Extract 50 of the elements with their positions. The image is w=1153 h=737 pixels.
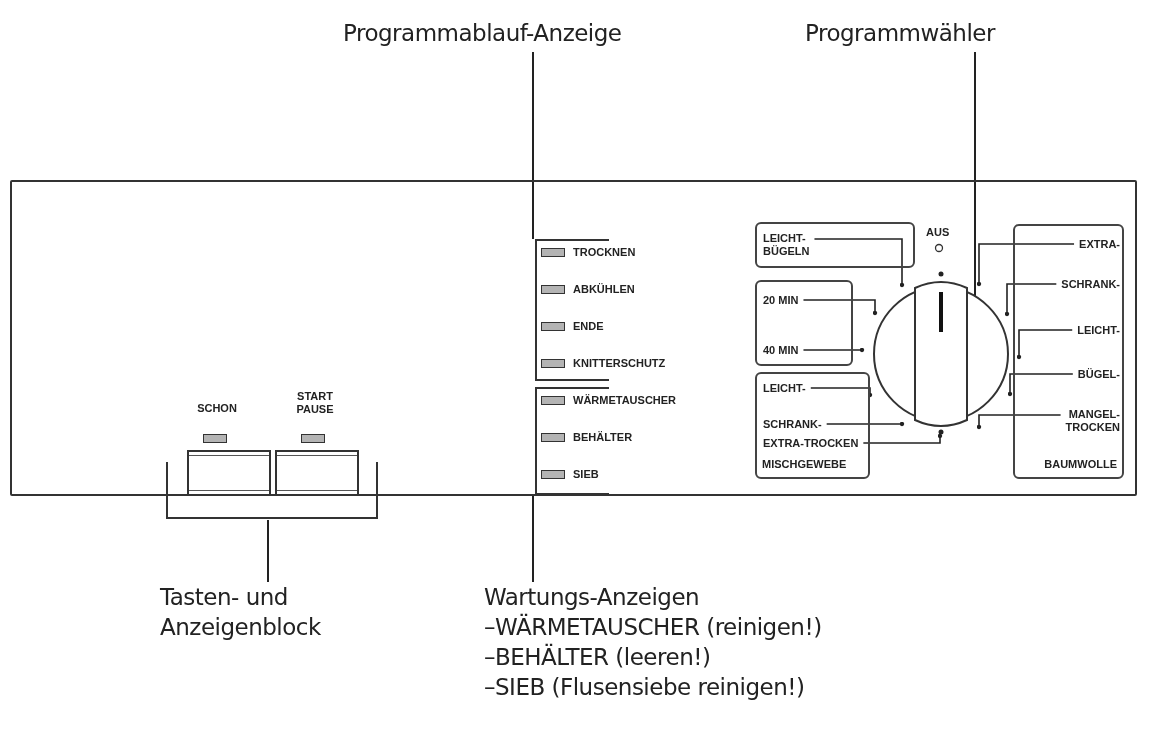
leader-line bbox=[1007, 373, 1074, 397]
indicator-label: KNITTERSCHUTZ bbox=[573, 356, 666, 370]
group-heading: MISCHGEWEBE bbox=[762, 458, 847, 471]
setting-label: BÜGEL- bbox=[1064, 368, 1120, 384]
leader-line bbox=[862, 433, 943, 444]
setting-group-frame bbox=[755, 280, 853, 366]
list-item: –WÄRMETAUSCHER (reinigen!) bbox=[484, 612, 823, 642]
setting-label: SCHRANK- bbox=[763, 418, 843, 434]
leader-line bbox=[802, 299, 878, 316]
leader-line bbox=[802, 347, 865, 353]
indicator-group bbox=[535, 387, 675, 495]
indicator-label: ABKÜHLEN bbox=[573, 282, 635, 296]
leader-line bbox=[267, 519, 269, 583]
setting-label: SCHRANK- bbox=[1044, 278, 1120, 294]
indicator-label: TROCKNEN bbox=[573, 245, 636, 259]
indicator-label: WÄRMETAUSCHER bbox=[573, 393, 677, 407]
setting-label: LEICHT- bbox=[1064, 324, 1120, 340]
callout-text: Programmablauf-Anzeige bbox=[343, 19, 623, 48]
setting-group-frame bbox=[755, 372, 870, 479]
leader-line bbox=[825, 421, 905, 427]
selector-dial-drawing bbox=[871, 270, 1011, 436]
leader-line bbox=[1004, 283, 1058, 317]
setting-group-frame bbox=[755, 222, 915, 268]
leader-line bbox=[1016, 329, 1073, 360]
leader-line bbox=[532, 51, 534, 240]
callout-text: Tasten- und Anzeigenblock bbox=[160, 583, 322, 642]
leader-line bbox=[976, 243, 1075, 287]
setting-label: EXTRA-TROCKEN bbox=[763, 437, 875, 453]
setting-label: 40 MIN bbox=[763, 344, 823, 360]
indicator-label: BEHÄLTER bbox=[573, 430, 633, 444]
button-label: START PAUSE bbox=[295, 390, 335, 416]
button-label: SCHON bbox=[196, 402, 238, 415]
leader-line bbox=[532, 494, 534, 583]
setting-label: LEICHT- BÜGELN bbox=[763, 232, 855, 266]
group-heading: BAUMWOLLE bbox=[1044, 458, 1117, 471]
indicator-label: SIEB bbox=[573, 467, 599, 481]
list-item: –SIEB (Flusensiebe reinigen!) bbox=[484, 673, 806, 702]
setting-group-frame bbox=[1013, 224, 1124, 479]
setting-label: LEICHT- bbox=[763, 382, 823, 398]
callout-text: Programmwähler bbox=[805, 19, 995, 48]
leader-line bbox=[813, 238, 905, 288]
setting-label: MANGEL- TROCKEN bbox=[1054, 408, 1120, 440]
callout-text: Wartungs-Anzeigen bbox=[484, 583, 701, 612]
setting-label: EXTRA- bbox=[1064, 238, 1120, 254]
setting-label: 20 MIN bbox=[763, 294, 823, 310]
leader-line bbox=[810, 387, 873, 398]
leader-line bbox=[976, 414, 1062, 430]
list-item: –BEHÄLTER (leeren!) bbox=[484, 642, 712, 672]
position-label: AUS bbox=[926, 226, 950, 239]
indicator-label: ENDE bbox=[573, 319, 604, 333]
